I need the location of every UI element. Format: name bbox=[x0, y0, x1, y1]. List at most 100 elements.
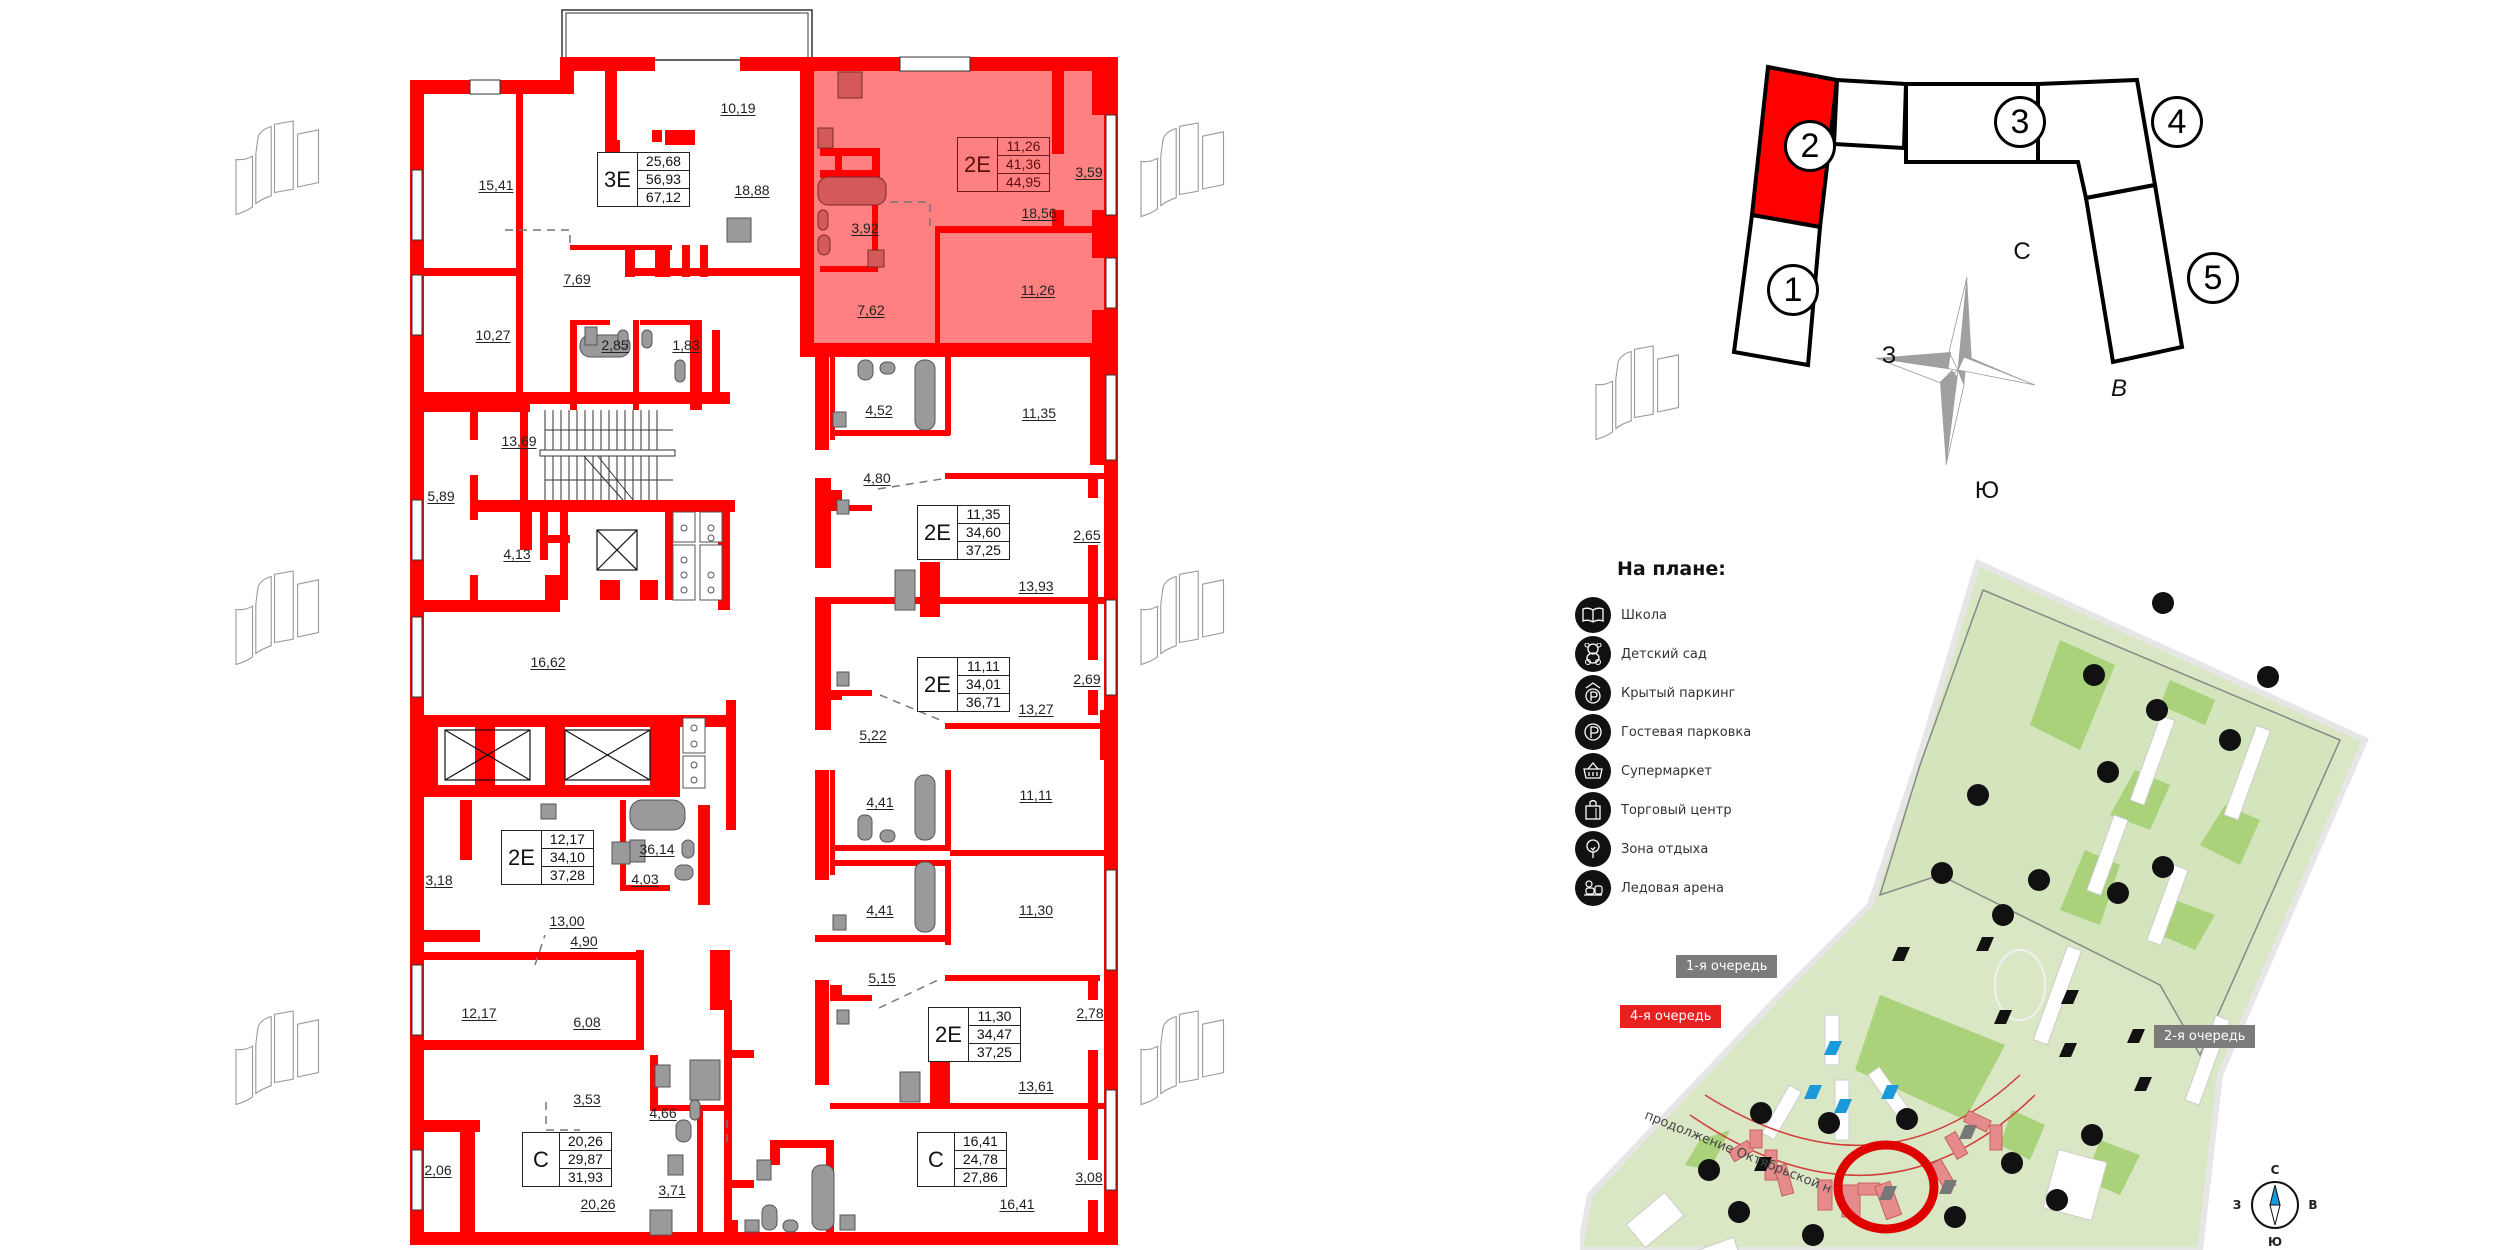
total-area-balcony: 37,25 bbox=[976, 1044, 1012, 1060]
living-area: 12,17 bbox=[541, 831, 593, 849]
compass-west-label: З bbox=[1881, 342, 1897, 369]
room-area-label: 16,62 bbox=[530, 654, 566, 670]
total-area-balcony: 44,95 bbox=[1005, 174, 1041, 190]
room-area-label: 7,69 bbox=[563, 271, 591, 287]
section-1-button[interactable]: 1 bbox=[1767, 264, 1819, 316]
room-area-label: 10,27 bbox=[475, 327, 511, 343]
room-area-label: 4,90 bbox=[570, 933, 598, 949]
compass-east-label: В bbox=[2110, 375, 2128, 402]
living-area: 11,30 bbox=[968, 1008, 1020, 1026]
legend-label: Зона отдыха bbox=[1621, 841, 1709, 857]
legend-label: Гостевая парковка bbox=[1621, 724, 1752, 740]
selected-apartment-area[interactable] bbox=[805, 62, 1113, 352]
room-area-label: 3,71 bbox=[658, 1182, 686, 1198]
room-area-label: 13,61 bbox=[1018, 1078, 1054, 1094]
legend-label: Торговый центр bbox=[1621, 802, 1732, 818]
total-area-balcony: 27,86 bbox=[962, 1169, 998, 1185]
room-area-label: 2,78 bbox=[1076, 1005, 1104, 1021]
school-icon bbox=[1575, 597, 1611, 633]
room-area-label: 2,65 bbox=[1073, 527, 1101, 543]
total-area-balcony: 36,71 bbox=[965, 694, 1001, 710]
ice-arena-icon bbox=[1575, 870, 1611, 906]
apartment-type: 2E bbox=[958, 138, 998, 191]
mini-compass-icon bbox=[2251, 1181, 2299, 1229]
room-area-label: 12,17 bbox=[461, 1005, 497, 1021]
mini-compass-east: В bbox=[2308, 1198, 2318, 1212]
recreation-zone-icon bbox=[1575, 831, 1611, 867]
room-area-label: 11,11 bbox=[1019, 787, 1053, 803]
watermark-logo-icon bbox=[235, 1010, 320, 1106]
room-area-label: 10,19 bbox=[720, 100, 756, 116]
legend-item-supermarket: Супермаркет bbox=[1575, 753, 1712, 789]
section-2-button[interactable]: 2 bbox=[1784, 120, 1836, 172]
legend-title: На плане: bbox=[1617, 558, 1726, 580]
mini-compass-west: З bbox=[2232, 1198, 2242, 1212]
room-area-label: 4,52 bbox=[865, 402, 893, 418]
room-area-label: 5,89 bbox=[427, 488, 455, 504]
total-area: 34,01 bbox=[957, 676, 1009, 694]
room-area-label: 11,30 bbox=[1019, 902, 1053, 918]
total-area: 34,10 bbox=[541, 849, 593, 867]
legend-item-school: Школа bbox=[1575, 597, 1667, 633]
watermark-logo-icon bbox=[1595, 345, 1680, 441]
total-area-balcony: 31,93 bbox=[567, 1169, 603, 1185]
apartment-type: 2E bbox=[918, 506, 958, 559]
legend-item-recreation-zone: Зона отдыха bbox=[1575, 831, 1708, 867]
room-area-label: 4,80 bbox=[863, 470, 891, 486]
room-area-label: 18,56 bbox=[1021, 205, 1057, 221]
room-area-label: 4,41 bbox=[866, 794, 894, 810]
living-area: 16,41 bbox=[954, 1133, 1006, 1151]
compass-south-label: Ю bbox=[1974, 477, 2000, 504]
room-area-label: 20,26 bbox=[580, 1196, 616, 1212]
room-area-label: 7,62 bbox=[857, 302, 885, 318]
living-area: 20,26 bbox=[559, 1133, 611, 1151]
legend-label: Ледовая арена bbox=[1621, 880, 1724, 896]
room-area-label: 13,27 bbox=[1018, 701, 1054, 717]
room-area-label: 16,41 bbox=[999, 1196, 1035, 1212]
room-area-label: 15,41 bbox=[478, 177, 514, 193]
total-area: 34,47 bbox=[968, 1026, 1020, 1044]
kindergarten-icon bbox=[1575, 636, 1611, 672]
site-map bbox=[1580, 558, 2369, 1250]
room-area-label: 4,03 bbox=[631, 871, 659, 887]
total-area: 24,78 bbox=[954, 1151, 1006, 1169]
legend-item-kindergarten: Детский сад bbox=[1575, 636, 1707, 672]
total-area: 56,93 bbox=[637, 171, 689, 189]
section-4-button[interactable]: 4 bbox=[2151, 96, 2203, 148]
room-area-label: 2,85 bbox=[601, 337, 629, 353]
living-area: 11,26 bbox=[997, 138, 1049, 156]
legend-label: Детский сад bbox=[1621, 646, 1707, 662]
room-area-label: 2,69 bbox=[1073, 671, 1101, 687]
total-area: 41,36 bbox=[997, 156, 1049, 174]
legend-label: Школа bbox=[1621, 607, 1667, 623]
total-area-balcony: 37,28 bbox=[549, 867, 585, 883]
room-area-label: 3,53 bbox=[573, 1091, 601, 1107]
watermark-logo-icon bbox=[235, 570, 320, 666]
section-3-button[interactable]: 3 bbox=[1994, 96, 2046, 148]
room-area-label: 6,08 bbox=[573, 1014, 601, 1030]
queue-1-label[interactable]: 1-я очередь bbox=[1676, 955, 1778, 978]
room-area-label: 3,08 bbox=[1075, 1169, 1103, 1185]
queue-2-label[interactable]: 2-я очередь bbox=[2154, 1025, 2256, 1048]
queue-4-label[interactable]: 4-я очередь bbox=[1620, 1005, 1722, 1028]
room-area-label: 2,06 bbox=[424, 1162, 452, 1178]
shopping-center-icon bbox=[1575, 792, 1611, 828]
supermarket-icon bbox=[1575, 753, 1611, 789]
total-area-balcony: 67,12 bbox=[645, 189, 681, 205]
mini-compass-south: Ю bbox=[2267, 1235, 2283, 1249]
total-area: 29,87 bbox=[559, 1151, 611, 1169]
section-5-button[interactable]: 5 bbox=[2187, 252, 2239, 304]
room-area-label: 13,69 bbox=[501, 433, 537, 449]
legend-item-ice-arena: Ледовая арена bbox=[1575, 870, 1724, 906]
room-area-label: 13,00 bbox=[549, 913, 585, 929]
legend-item-guest-parking: Гостевая парковка bbox=[1575, 714, 1751, 750]
